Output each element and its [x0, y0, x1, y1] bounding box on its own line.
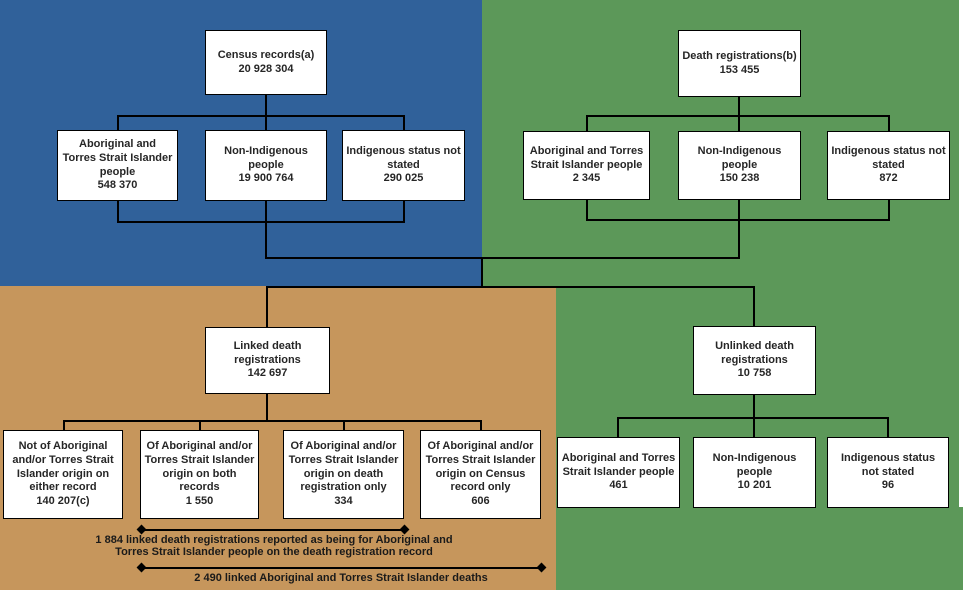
unlinked-death-registrations-box: Unlinked death registrations 10 758: [693, 326, 816, 395]
deaths-aboriginal-box: Aboriginal and Torres Strait Islander pe…: [523, 131, 650, 200]
box-label: Indigenous status not stated: [831, 144, 946, 171]
box-value: 153 455: [719, 63, 760, 76]
unlinked-child-stub: [617, 417, 619, 437]
box-value: 2 345: [572, 172, 601, 185]
box-label: Of Aboriginal and/or Torres Strait Islan…: [425, 440, 536, 494]
census-children-rail: [117, 115, 405, 117]
linked-child-stub: [343, 420, 345, 430]
span-arrow-1884: [142, 529, 406, 531]
unlinked-aboriginal-box: Aboriginal and Torres Strait Islander pe…: [557, 437, 680, 508]
box-value: 19 900 764: [238, 172, 294, 185]
census-bottom-rail: [117, 221, 405, 223]
span-arrow-2490: [142, 567, 542, 569]
box-value: 606: [471, 495, 490, 508]
annotation-1884-linked: 1 884 linked death registrations reporte…: [95, 534, 453, 558]
census-records-box: Census records(a) 20 928 304: [205, 30, 327, 95]
deaths-not-stated-box: Indigenous status not stated 872: [827, 131, 950, 200]
deaths-bottom-stub: [888, 199, 890, 220]
linked-death-registrations-box: Linked death registrations 142 697: [205, 327, 330, 394]
box-label: Census records(a): [217, 48, 315, 61]
box-label: Of Aboriginal and/or Torres Strait Islan…: [144, 440, 255, 494]
box-label: Linked death registrations: [233, 339, 302, 366]
death-registrations-box: Death registrations(b) 153 455: [678, 30, 801, 97]
linked-top-stub: [266, 286, 268, 327]
linked-both-records-box: Of Aboriginal and/or Torres Strait Islan…: [140, 430, 259, 519]
deaths-funnel-line: [738, 219, 740, 258]
census-non-indigenous-box: Non-Indigenous people 19 900 764: [205, 130, 327, 201]
unlinked-not-stated-box: Indigenous status not stated 96: [827, 437, 949, 508]
linked-bottom-stub: [266, 394, 268, 421]
linked-child-stub: [63, 420, 65, 430]
deaths-child-stub: [738, 115, 740, 132]
box-value: 150 238: [719, 172, 760, 185]
deaths-bottom-stub: [586, 199, 588, 220]
census-not-stated-box: Indigenous status not stated 290 025: [342, 130, 465, 201]
census-child-stub: [117, 115, 119, 131]
census-aboriginal-box: Aboriginal and Torres Strait Islander pe…: [57, 130, 178, 201]
box-value: 96: [881, 479, 895, 492]
right-edge-white-strip: [959, 0, 963, 507]
unlinked-child-stub: [887, 417, 889, 437]
census-parent-stub: [265, 95, 267, 116]
census-bottom-stub: [265, 200, 267, 222]
linked-neither-record-box: Not of Aboriginal and/or Torres Strait I…: [3, 430, 123, 519]
linked-children-rail: [63, 420, 482, 422]
census-bottom-stub: [117, 200, 119, 222]
box-value: 20 928 304: [238, 62, 294, 75]
linked-child-stub: [480, 420, 482, 430]
box-label: Indigenous status not stated: [840, 451, 936, 478]
unlinked-child-stub: [753, 417, 755, 437]
merge-drop-line: [481, 257, 483, 287]
box-value: 10 201: [737, 479, 772, 492]
box-value: 461: [609, 479, 628, 492]
deaths-parent-stub: [738, 97, 740, 116]
box-label: Not of Aboriginal and/or Torres Strait I…: [12, 440, 114, 494]
box-label: Unlinked death registrations: [715, 339, 794, 366]
merge-rail-upper: [265, 257, 740, 259]
box-value: 872: [879, 172, 898, 185]
census-bottom-stub: [403, 200, 405, 222]
box-label: Non-Indigenous people: [224, 144, 308, 171]
unlinked-bottom-stub: [753, 395, 755, 418]
unlinked-top-stub: [753, 286, 755, 326]
box-value: 334: [334, 495, 353, 508]
box-label: Non-Indigenous people: [697, 144, 782, 171]
box-label: Aboriginal and Torres Strait Islander pe…: [561, 451, 676, 478]
box-value: 548 370: [97, 179, 138, 192]
box-label: Indigenous status not stated: [346, 144, 461, 171]
box-value: 142 697: [247, 367, 288, 380]
box-label: Death registrations(b): [682, 49, 797, 62]
merge-rail-lower: [266, 286, 755, 288]
box-value: 140 207(c): [36, 495, 90, 508]
deaths-child-stub: [586, 115, 588, 132]
deaths-bottom-stub: [738, 199, 740, 220]
census-funnel-line: [265, 221, 267, 258]
annotation-2490-linked: 2 490 linked Aboriginal and Torres Strai…: [194, 572, 488, 584]
box-label: Aboriginal and Torres Strait Islander pe…: [62, 138, 173, 178]
linked-child-stub: [199, 420, 201, 430]
box-label: Of Aboriginal and/or Torres Strait Islan…: [288, 440, 399, 494]
linked-census-record-only-box: Of Aboriginal and/or Torres Strait Islan…: [420, 430, 541, 519]
box-label: Aboriginal and Torres Strait Islander pe…: [529, 144, 644, 171]
box-value: 1 550: [185, 495, 214, 508]
unlinked-non-indigenous-box: Non-Indigenous people 10 201: [693, 437, 816, 508]
deaths-child-stub: [888, 115, 890, 132]
census-child-stub: [265, 115, 267, 131]
box-value: 290 025: [383, 172, 424, 185]
linked-death-registration-only-box: Of Aboriginal and/or Torres Strait Islan…: [283, 430, 404, 519]
deaths-non-indigenous-box: Non-Indigenous people 150 238: [678, 131, 801, 200]
box-label: Non-Indigenous people: [712, 451, 797, 478]
box-value: 10 758: [737, 367, 772, 380]
census-child-stub: [403, 115, 405, 131]
